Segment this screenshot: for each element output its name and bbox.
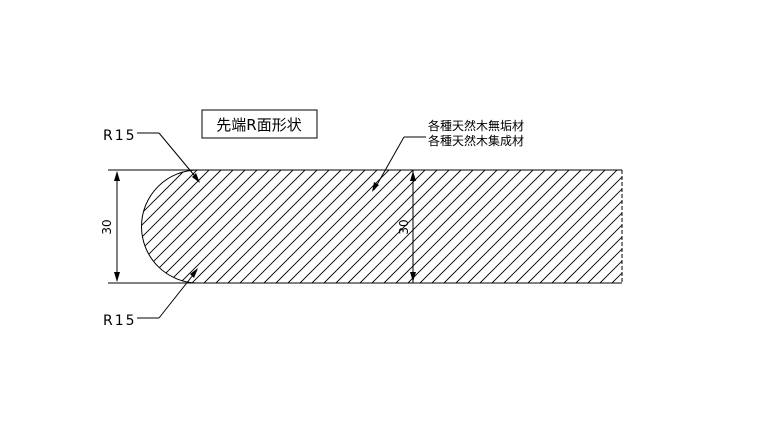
material-label-1: 各種天然木無垢材: [428, 118, 524, 133]
hatch-line: [648, 170, 761, 283]
hatch-line: [287, 170, 402, 283]
hatch-line: [335, 170, 450, 283]
hatch-line: [251, 170, 366, 283]
board-profile: [108, 169, 623, 284]
hatch-line: [407, 170, 522, 283]
hatch-line: [275, 170, 390, 283]
hatch-line: [599, 170, 622, 283]
hatch-line: [263, 170, 378, 283]
hatch-line: [756, 170, 770, 283]
hatch-line: [359, 170, 474, 283]
hatch-line: [431, 170, 546, 283]
hatch-line: [732, 170, 770, 283]
hatch-line: [203, 170, 318, 283]
hatch-line: [143, 170, 258, 283]
hatch-line: [720, 170, 770, 283]
hatch-line: [575, 170, 622, 283]
hatch-line: [311, 170, 426, 283]
hatch-line: [527, 170, 622, 283]
thickness-dimension-left: 30: [100, 171, 120, 282]
hatch-line: [672, 170, 770, 283]
hatch-line: [467, 170, 582, 283]
thickness-label-right: 30: [397, 219, 411, 234]
title-label: 先端R面形状: [216, 116, 301, 134]
hatch-line: [443, 170, 558, 283]
hatch-line: [371, 170, 486, 283]
hatch-line: [347, 170, 462, 283]
hatch-line: [141, 170, 222, 283]
hatch-line: [539, 170, 622, 283]
radius-leader-bottom: R15: [103, 268, 198, 329]
material-label-2: 各種天然木集成材: [428, 133, 524, 148]
hatch-line: [191, 170, 306, 283]
hatch-line: [299, 170, 414, 283]
hatch-line: [141, 170, 186, 283]
hatch-line: [395, 170, 510, 283]
hatch-line: [624, 170, 737, 283]
hatch-line: [587, 170, 622, 283]
hatch-line: [141, 170, 210, 283]
hatch-line: [179, 170, 294, 283]
hatch-line: [708, 170, 770, 283]
hatch-line: [141, 170, 246, 283]
title-box: [201, 109, 318, 139]
hatch-line: [419, 170, 534, 283]
thickness-label-left: 30: [100, 219, 114, 234]
hatch-line: [455, 170, 570, 283]
hatch-line: [141, 170, 198, 283]
hatch-line: [611, 170, 622, 283]
hatch-line: [215, 170, 330, 283]
material-leader: 各種天然木無垢材 各種天然木集成材: [372, 118, 524, 192]
hatch-line: [167, 170, 282, 283]
hatch-line: [563, 170, 622, 283]
hatch-line: [684, 170, 770, 283]
hatch-line: [515, 170, 622, 283]
hatch-line: [383, 170, 498, 283]
hatch-line: [503, 170, 618, 283]
thickness-dimension-right: 30: [397, 171, 416, 282]
radius-label-bottom: R15: [103, 313, 137, 329]
hatch-line: [479, 170, 594, 283]
hatch-line: [696, 170, 770, 283]
hatch-line: [141, 170, 234, 283]
hatch-line: [155, 170, 270, 283]
hatch-line: [323, 170, 438, 283]
radius-label-top: R15: [103, 128, 137, 144]
hatch-line: [636, 170, 749, 283]
radius-leader-top: R15: [103, 128, 200, 183]
hatch-line: [227, 170, 342, 283]
hatch-line: [551, 170, 622, 283]
hatch-line: [660, 170, 770, 283]
hatch-line: [239, 170, 354, 283]
hatch-line: [491, 170, 606, 283]
hatch-line: [744, 170, 770, 283]
hatch-pattern: [141, 170, 770, 283]
